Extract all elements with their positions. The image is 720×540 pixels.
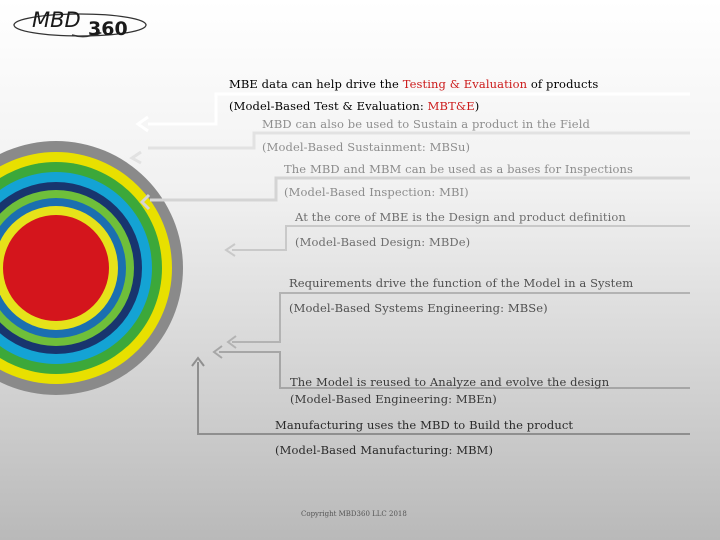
arrow-head-icon [135, 115, 149, 133]
step-1-trail: of products [527, 77, 599, 91]
logo-brand: MBD [32, 8, 81, 32]
step-1-acronym: (Model-Based Test & Evaluation: MBT&E) [229, 99, 479, 113]
arrow-head-icon [212, 345, 223, 359]
copyright: Copyright MBD360 LLC 2018 [301, 510, 407, 518]
arrow-head-icon [139, 193, 151, 211]
step-2-acronym: (Model-Based Sustainment: MBSu) [262, 140, 471, 154]
step-4-acronym: (Model-Based Design: MBDe) [295, 235, 471, 249]
connector-line-7 [197, 362, 690, 435]
ring-9 [3, 215, 109, 321]
logo-number: 360 [88, 18, 128, 40]
connector-line-5 [232, 292, 690, 343]
logo: MBD 360 [10, 6, 150, 42]
step-2-statement: MBD can also be used to Sustain a produc… [262, 117, 590, 131]
step-1-highlight: Testing & Evaluation [402, 77, 528, 91]
step-1-acronym-prefix: (Model-Based Test & Evaluation: [229, 99, 428, 113]
arrow-head-icon [226, 335, 237, 349]
step-1-acronym-code: MBT&E [427, 99, 475, 113]
arrow-head-icon [129, 150, 142, 165]
step-5-statement: Requirements drive the function of the M… [289, 276, 634, 290]
step-3-statement: The MBD and MBM can be used as a bases f… [284, 162, 634, 176]
step-1-lead: MBE data can help drive the [229, 77, 403, 91]
step-3-acronym: (Model-Based Inspection: MBI) [284, 185, 469, 199]
step-4-statement: At the core of MBE is the Design and pro… [295, 210, 626, 224]
connector-line-2 [148, 131, 690, 150]
arrow-head-icon [224, 243, 236, 257]
arrow-head-icon [191, 356, 205, 367]
step-5-acronym: (Model-Based Systems Engineering: MBSe) [289, 301, 548, 315]
connector-lines [129, 92, 690, 435]
concentric-rings [0, 141, 183, 395]
logo-swoosh-icon [13, 13, 147, 38]
step-7-statement: Manufacturing uses the MBD to Build the … [275, 418, 574, 432]
step-6-statement: The Model is reused to Analyze and evolv… [290, 375, 610, 389]
step-7-acronym: (Model-Based Manufacturing: MBM) [275, 443, 494, 457]
step-1-acronym-suffix: ) [474, 99, 480, 113]
step-1-statement: MBE data can help drive the Testing & Ev… [229, 77, 598, 91]
step-6-acronym: (Model-Based Engineering: MBEn) [290, 392, 497, 406]
connector-line-3 [150, 176, 690, 202]
connector-line-6 [219, 351, 690, 389]
connector-line-1 [148, 92, 690, 126]
connector-line-4 [232, 225, 690, 251]
